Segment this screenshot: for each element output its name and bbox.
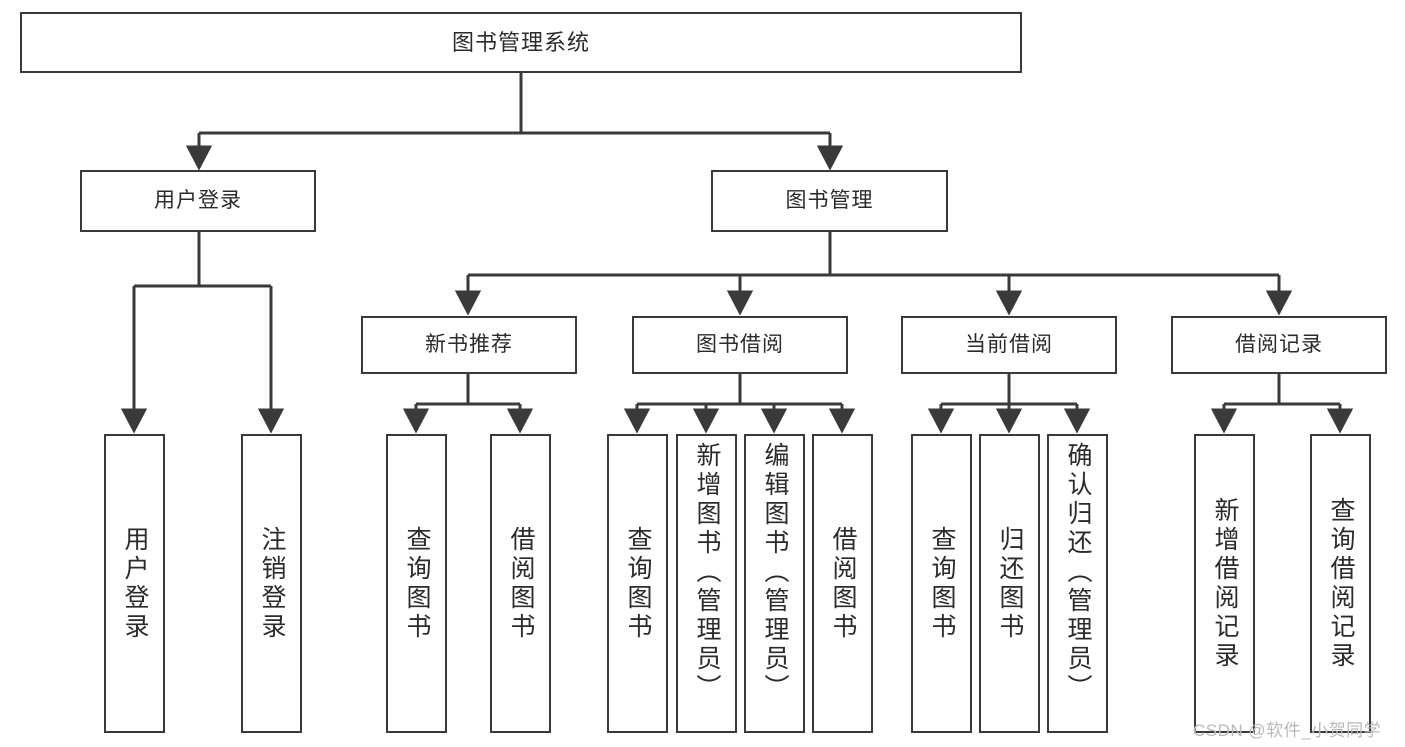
node-label: 新书推荐 — [425, 332, 513, 356]
node-label: 编辑图书（管理员） — [761, 442, 789, 703]
node-label: 查询图书 — [624, 525, 652, 642]
node-borrow-record[interactable]: 借阅记录 — [1171, 316, 1387, 374]
leaf-query-book-recommend[interactable]: 查询图书 — [386, 434, 447, 733]
node-current-borrow[interactable]: 当前借阅 — [901, 316, 1117, 374]
node-label: 图书管理 — [785, 188, 874, 212]
node-label: 图书管理系统 — [451, 29, 590, 55]
node-label: 借阅记录 — [1235, 332, 1323, 356]
node-new-book-recommend[interactable]: 新书推荐 — [361, 316, 577, 374]
leaf-add-borrow-record[interactable]: 新增借阅记录 — [1194, 434, 1255, 733]
node-label: 确认归还（管理员） — [1064, 442, 1092, 703]
leaf-query-book-borrow[interactable]: 查询图书 — [607, 434, 668, 733]
csdn-watermark: CSDN @软件_小贺同学 — [1193, 721, 1382, 740]
node-user-login[interactable]: 用户登录 — [80, 170, 316, 232]
leaf-edit-book-admin[interactable]: 编辑图书（管理员） — [744, 434, 805, 733]
node-label: 用户登录 — [154, 188, 242, 212]
leaf-user-login[interactable]: 用户登录 — [104, 434, 165, 733]
leaf-borrow-book[interactable]: 借阅图书 — [812, 434, 873, 733]
node-label: 注销登录 — [258, 525, 286, 642]
leaf-borrow-book-recommend[interactable]: 借阅图书 — [490, 434, 551, 733]
leaf-query-borrow-record[interactable]: 查询借阅记录 — [1310, 434, 1371, 733]
node-label: 借阅图书 — [829, 525, 857, 642]
node-label: 查询借阅记录 — [1327, 496, 1355, 671]
leaf-add-book-admin[interactable]: 新增图书（管理员） — [676, 434, 737, 733]
leaf-logout[interactable]: 注销登录 — [241, 434, 302, 733]
leaf-query-book-current[interactable]: 查询图书 — [911, 434, 972, 733]
node-label: 借阅图书 — [507, 525, 535, 642]
node-book-management[interactable]: 图书管理 — [711, 170, 948, 232]
leaf-return-book[interactable]: 归还图书 — [979, 434, 1040, 733]
node-label: 查询图书 — [928, 525, 956, 642]
node-label: 用户登录 — [121, 525, 149, 642]
node-root-book-management-system[interactable]: 图书管理系统 — [20, 12, 1022, 73]
node-label: 查询图书 — [403, 525, 431, 642]
node-label: 新增图书（管理员） — [693, 442, 721, 703]
node-book-borrow[interactable]: 图书借阅 — [632, 316, 848, 374]
node-label: 当前借阅 — [965, 332, 1053, 356]
node-label: 图书借阅 — [696, 332, 784, 356]
node-label: 归还图书 — [996, 525, 1024, 642]
node-label: 新增借阅记录 — [1211, 496, 1239, 671]
leaf-confirm-return-admin[interactable]: 确认归还（管理员） — [1047, 434, 1108, 733]
